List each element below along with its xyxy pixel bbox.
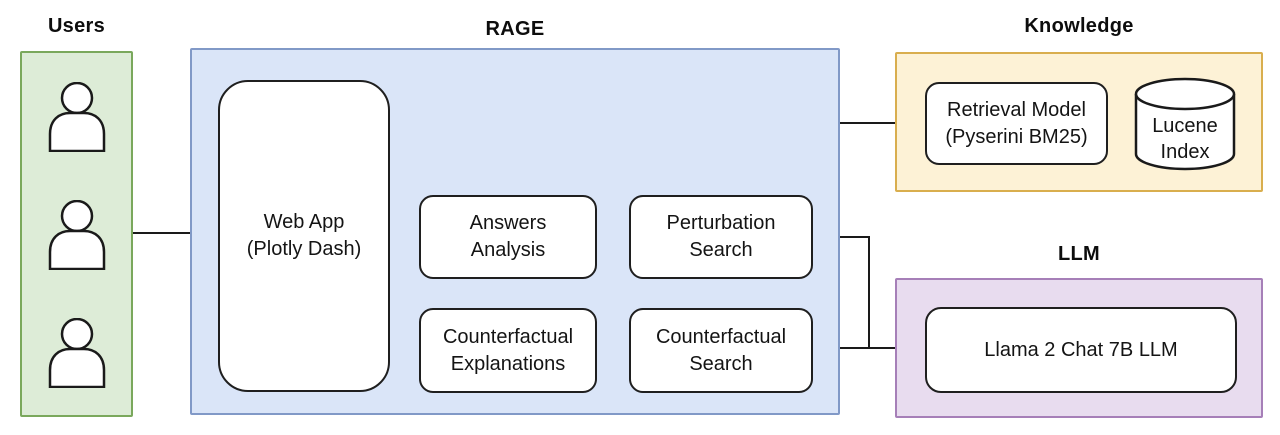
answers-analysis-line2: Analysis: [470, 239, 546, 261]
retrieval-model-line2: (Pyserini BM25): [945, 125, 1088, 148]
lucene-index-line1: Lucene: [1152, 115, 1218, 137]
users-group: [20, 51, 133, 417]
counterfactual-explanations-line2: Explanations: [450, 352, 566, 375]
llm-group-label: LLM: [1058, 243, 1100, 265]
counterfactual-explanations-line1: Counterfactual: [442, 325, 574, 348]
node-answers-analysis: Answers Analysis: [419, 195, 597, 279]
lucene-index-line2: Index: [1160, 141, 1210, 163]
llama-llm-label: Llama 2 Chat 7B LLM: [984, 338, 1178, 361]
answers-analysis-line1: Answers: [469, 212, 547, 234]
counterfactual-search-line2: Search: [689, 352, 753, 375]
knowledge-group-label: Knowledge: [1024, 15, 1134, 37]
web-app-line1: Web App: [263, 211, 345, 233]
node-perturbation-search: Perturbation Search: [629, 195, 813, 279]
retrieval-model-line1: Retrieval Model: [947, 98, 1086, 121]
user-icon: [48, 318, 105, 388]
user-icon: [48, 200, 105, 270]
node-counterfactual-search: Counterfactual Search: [629, 308, 813, 393]
node-web-app: Web App (Plotly Dash): [218, 80, 390, 392]
node-lucene-index: Lucene Index: [1134, 77, 1236, 171]
users-group-label: Users: [47, 15, 106, 37]
user-icon: [48, 82, 105, 152]
perturbation-search-line1: Perturbation: [666, 212, 776, 234]
web-app-line2: (Plotly Dash): [246, 238, 362, 260]
counterfactual-search-line1: Counterfactual: [655, 325, 787, 348]
node-llama-llm: Llama 2 Chat 7B LLM: [925, 307, 1237, 393]
node-retrieval-model: Retrieval Model (Pyserini BM25): [925, 82, 1108, 165]
edge-counterfactual-search-to-llm: [813, 347, 895, 349]
lucene-index-label: Lucene Index: [1134, 113, 1236, 165]
rage-group-label: RAGE: [485, 18, 545, 40]
edge-perturbation-search-to-llm: [813, 236, 870, 238]
edge-elbow-vertical: [868, 236, 870, 349]
perturbation-search-line2: Search: [689, 239, 753, 261]
node-counterfactual-explanations: Counterfactual Explanations: [419, 308, 597, 393]
edge-users-to-rage: [133, 232, 192, 234]
database-cylinder-icon: [1134, 77, 1236, 171]
